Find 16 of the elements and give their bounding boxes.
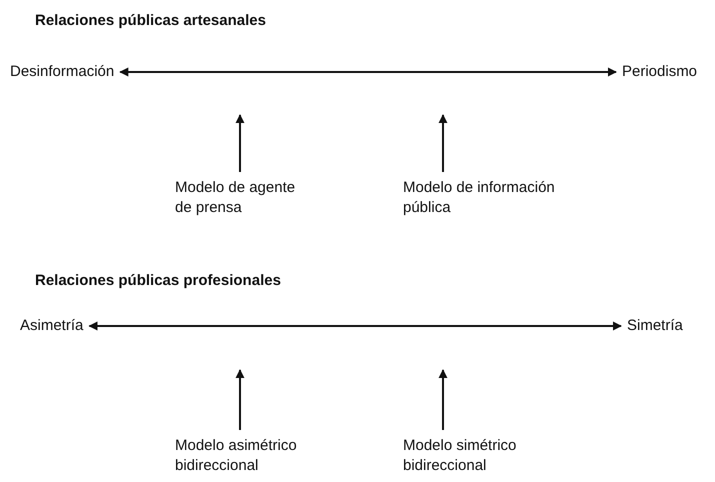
arrow (236, 369, 244, 430)
node-label: Simetría (627, 316, 683, 336)
arrow (236, 114, 244, 172)
node-label: Modelo de información pública (403, 178, 578, 218)
node-label: Modelo simétrico bidireccional (403, 436, 578, 476)
section-heading: Relaciones públicas artesanales (35, 12, 266, 29)
double-arrow (119, 68, 617, 76)
node-label: Modelo de agente de prensa (175, 178, 310, 218)
double-arrow (88, 322, 622, 330)
arrow (438, 114, 448, 172)
section-heading: Relaciones públicas profesionales (35, 272, 281, 289)
arrow (438, 369, 448, 430)
node-label: Asimetría (20, 316, 84, 336)
node-label: Modelo asimétrico bidireccional (175, 436, 350, 476)
node-label: Periodismo (622, 62, 698, 82)
node-label: Desinformación (10, 62, 114, 82)
